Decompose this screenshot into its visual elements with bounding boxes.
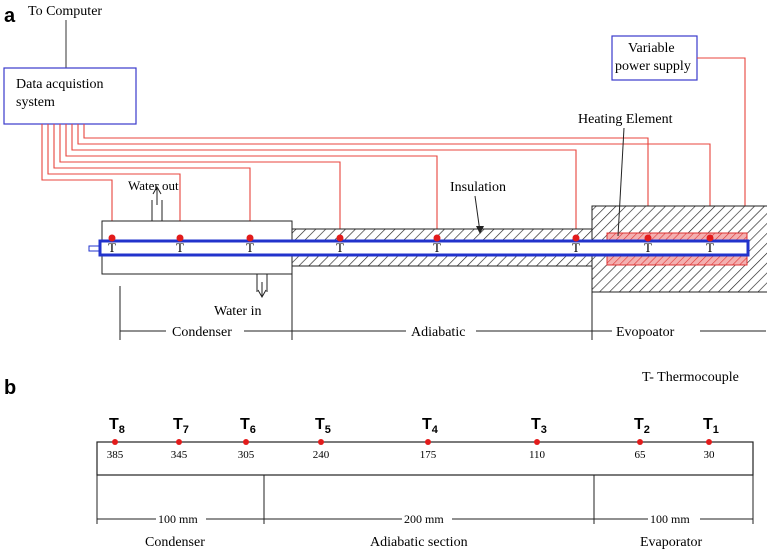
thermocouple-dot-1 xyxy=(108,234,116,242)
sensor-label-5: T5 xyxy=(315,416,331,436)
thermocouple-label-8: T xyxy=(706,240,714,255)
sensor-label-8: T8 xyxy=(109,416,125,436)
thermocouple-dot-6 xyxy=(572,234,580,242)
panel-b-dimensions xyxy=(96,475,754,524)
water-out-label: Water out xyxy=(128,178,179,193)
insulation-arrowhead xyxy=(476,226,484,234)
sensor-dot-8 xyxy=(112,439,118,445)
dimension-adiabatic: 200 mm xyxy=(404,512,444,526)
panel-a-dimensions xyxy=(119,274,766,340)
thermocouple-dot-7 xyxy=(644,234,652,242)
heat-pipe xyxy=(98,239,750,257)
sensor-position-1: 30 xyxy=(704,449,716,461)
sensor-dot-3 xyxy=(534,439,540,445)
heating-element-label: Heating Element xyxy=(578,112,673,127)
thermocouple-dot-4 xyxy=(336,234,344,242)
sensor-position-8: 385 xyxy=(107,449,124,461)
sensor-label-6: T6 xyxy=(240,416,256,436)
sensor-position-6: 305 xyxy=(238,449,255,461)
thermocouple-wires xyxy=(41,57,746,260)
thermocouple-label-1: T xyxy=(108,240,116,255)
daq-label-line2: system xyxy=(16,95,55,110)
sensor-dot-4 xyxy=(425,439,431,445)
thermocouple-label-2: T xyxy=(176,240,184,255)
sensor-position-4: 175 xyxy=(420,449,437,461)
sensor-dot-2 xyxy=(637,439,643,445)
thermocouple-label-5: T xyxy=(433,240,441,255)
panel-b-label: b xyxy=(4,377,16,399)
sensor-dot-5 xyxy=(318,439,324,445)
insulation-label: Insulation xyxy=(450,180,506,195)
thermocouple-label-3: T xyxy=(246,240,254,255)
panel-b-pipe xyxy=(96,441,754,476)
sensor-position-3: 110 xyxy=(529,449,546,461)
thermocouple-label-6: T xyxy=(572,240,580,255)
section-a-adiabatic: Adiabatic xyxy=(411,325,465,340)
water-in-label: Water in xyxy=(214,304,261,319)
thermocouple-dot-8 xyxy=(706,234,714,242)
sensor-position-2: 65 xyxy=(635,449,647,461)
power-label-line1: Variable xyxy=(628,41,675,56)
dimension-evaporator: 100 mm xyxy=(650,512,690,526)
thermocouple-label-4: T xyxy=(336,240,344,255)
sensor-position-7: 345 xyxy=(171,449,188,461)
to-computer-label: To Computer xyxy=(28,4,102,19)
sensor-label-7: T7 xyxy=(173,416,189,436)
sensor-label-1: T1 xyxy=(703,416,719,436)
sensor-label-2: T2 xyxy=(634,416,650,436)
heating-element-leader xyxy=(617,127,625,237)
thermocouple-legend: T- Thermocouple xyxy=(642,370,739,385)
pipe-end-cap xyxy=(88,245,100,252)
sensor-position-5: 240 xyxy=(313,449,330,461)
daq-label-line1: Data acquistion xyxy=(16,77,103,92)
power-supply-box xyxy=(611,35,698,81)
section-b-evaporator: Evaporator xyxy=(640,535,703,550)
sensor-dot-7 xyxy=(176,439,182,445)
section-a-condenser: Condenser xyxy=(172,325,232,340)
thermocouple-label-7: T xyxy=(644,240,652,255)
daq-box xyxy=(3,67,137,125)
panel-a-label: a xyxy=(4,5,16,27)
thermocouple-dot-5 xyxy=(433,234,441,242)
sensor-dot-1 xyxy=(706,439,712,445)
thermocouple-dot-3 xyxy=(246,234,254,242)
sensor-label-4: T4 xyxy=(422,416,439,436)
sensor-label-3: T3 xyxy=(531,416,547,436)
dimension-condenser: 100 mm xyxy=(158,512,198,526)
section-b-adiabatic: Adiabatic section xyxy=(370,535,468,550)
power-label-line2: power supply xyxy=(615,59,691,74)
section-b-condenser: Condenser xyxy=(145,535,205,550)
thermocouple-dot-2 xyxy=(176,234,184,242)
sensor-dot-6 xyxy=(243,439,249,445)
section-a-evaporator: Evopoator xyxy=(616,325,675,340)
